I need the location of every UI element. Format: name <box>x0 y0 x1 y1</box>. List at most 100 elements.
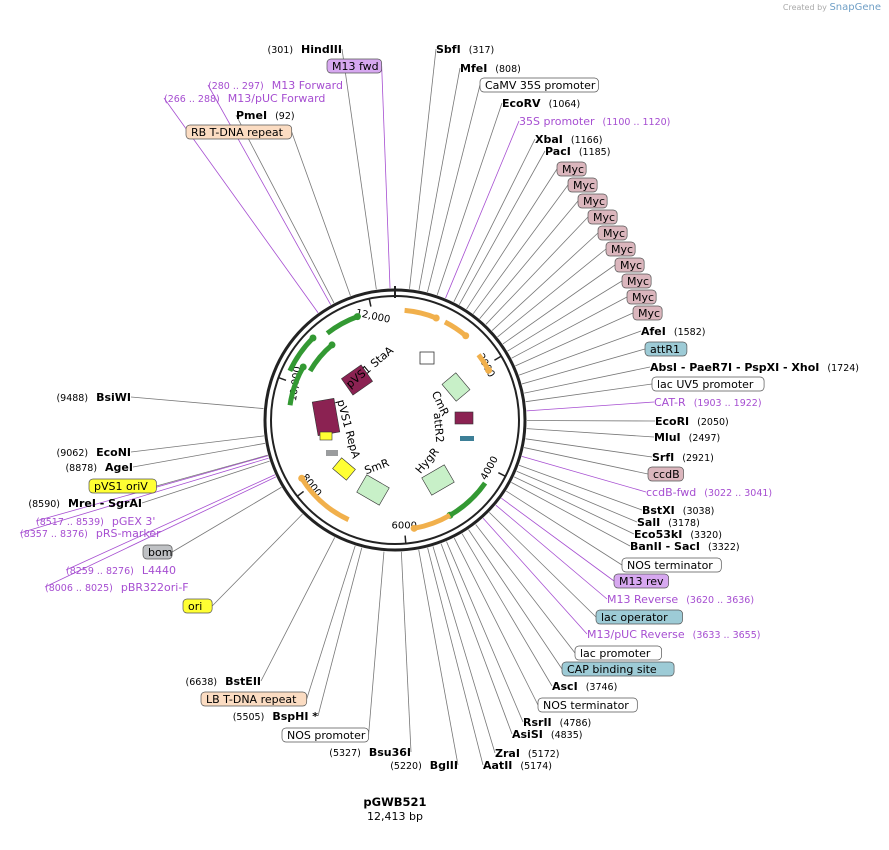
feature-arc-head <box>353 313 361 321</box>
tick-label: 6000 <box>392 521 417 532</box>
label-text: Myc <box>573 179 595 192</box>
enzyme-label: MfeI(808) <box>460 62 521 75</box>
label-box <box>185 124 293 140</box>
feature-arc-head <box>298 474 306 482</box>
enzyme-label: (9062)EcoNI <box>57 446 131 459</box>
leader-line <box>211 513 303 607</box>
leader-line <box>141 460 270 504</box>
leader-line <box>291 131 351 296</box>
feature-arc-head <box>309 334 317 342</box>
plasmid-name: pGWB521 <box>363 795 426 809</box>
label-box <box>577 193 608 209</box>
enzyme-label: AatII(5174) <box>483 759 552 772</box>
leader-line <box>418 549 459 766</box>
leader-line <box>501 497 615 582</box>
primer-label: (8517 .. 8539)pGEX 3' <box>36 515 155 528</box>
map-label: (8878)AgeI <box>65 461 133 474</box>
label-box <box>647 466 684 482</box>
map-label: (6638)BstEII <box>186 675 261 688</box>
leader-line <box>427 84 481 293</box>
leader-line <box>516 470 638 523</box>
map-label: BanII - SacI(3322) <box>630 540 740 553</box>
map-label: (280 .. 297)M13 Forward <box>208 79 343 92</box>
label-box <box>613 573 670 589</box>
leader-line <box>475 524 576 654</box>
map-label: Myc <box>632 305 663 321</box>
leader-line <box>440 543 513 735</box>
map-label: MluI(2497) <box>654 431 720 444</box>
map-label: NOS terminator <box>537 697 638 713</box>
feature-label: SmR <box>363 456 392 477</box>
leader-line <box>513 476 635 535</box>
primer-label: ccdB-fwd(3022 .. 3041) <box>646 486 772 499</box>
leader-line <box>207 84 332 305</box>
map-label: (8006 .. 8025)pBR322ori-F <box>45 581 189 594</box>
primer-label: (280 .. 297)M13 Forward <box>208 79 343 92</box>
map-label: EcoRV(1064) <box>502 97 580 110</box>
enzyme-label: AscI(3746) <box>552 680 617 693</box>
label-box <box>595 609 683 625</box>
label-text: NOS terminator <box>543 699 629 712</box>
map-label: (8590)MreI - SgrAI <box>28 497 142 510</box>
map-label: BstXI(3038) <box>642 504 714 517</box>
label-text: Myc <box>638 307 660 320</box>
enzyme-label: (5327)Bsu36I <box>329 746 411 759</box>
leader-line <box>130 396 264 409</box>
map-label: (5327)Bsu36I <box>329 746 411 759</box>
tick-mark <box>498 471 506 477</box>
primer-label: 35S promoter(1100 .. 1120) <box>519 115 670 128</box>
map-label: Myc <box>577 193 608 209</box>
tick-mark <box>296 490 305 497</box>
leader-line <box>507 280 623 352</box>
leader-line <box>468 529 563 670</box>
map-label: CAT-R(1903 .. 1922) <box>654 396 762 409</box>
map-label: PacI(1185) <box>545 145 610 158</box>
leader-line <box>418 67 461 291</box>
map-label: Myc <box>614 257 645 273</box>
map-label: RsrII(4786) <box>523 716 591 729</box>
label-text: NOS terminator <box>627 559 713 572</box>
primer-label: (8006 .. 8025)pBR322ori-F <box>45 581 189 594</box>
label-box <box>644 341 688 357</box>
leader-line <box>156 454 268 487</box>
leader-line <box>235 114 335 304</box>
map-label: Myc <box>621 273 652 289</box>
label-box <box>142 544 173 560</box>
label-box <box>281 727 369 743</box>
leader-line <box>453 138 536 303</box>
map-label: (8517 .. 8539)pGEX 3' <box>36 515 155 528</box>
leader-line <box>409 48 437 289</box>
feature-arc <box>404 307 438 321</box>
leader-line <box>482 517 588 635</box>
leader-line <box>446 541 524 723</box>
label-box <box>597 225 628 241</box>
enzyme-label: (5220)BglII <box>390 759 458 772</box>
label-box <box>556 161 587 177</box>
map-label: bom <box>142 544 173 560</box>
plasmid-size: 12,413 bp <box>367 810 423 823</box>
map-label: Myc <box>626 289 657 305</box>
label-text: ori <box>188 600 202 613</box>
leader-line <box>524 447 649 475</box>
map-label: (8357 .. 8376)pRS-marker <box>20 527 161 540</box>
label-text: bom <box>148 546 172 559</box>
primer-label: M13 Reverse(3620 .. 3636) <box>607 593 754 606</box>
label-text: M13 rev <box>619 575 664 588</box>
feature-block <box>460 436 474 441</box>
leader-line <box>427 547 484 766</box>
label-text: Myc <box>611 243 633 256</box>
leader-line <box>525 383 653 403</box>
map-label: CaMV 35S promoter <box>479 77 599 93</box>
feature-arc-head <box>432 314 440 322</box>
label-leader-lines <box>19 48 656 766</box>
map-label: MfeI(808) <box>460 62 521 75</box>
leader-line <box>19 457 269 534</box>
map-label: AfeI(1582) <box>641 325 705 338</box>
brand-name: SnapGene <box>829 2 881 13</box>
leader-line <box>521 348 646 385</box>
map-label: ZraI(5172) <box>495 747 560 760</box>
enzyme-label: AsiSI(4835) <box>512 728 582 741</box>
leader-line <box>511 296 628 359</box>
label-box <box>614 257 645 273</box>
